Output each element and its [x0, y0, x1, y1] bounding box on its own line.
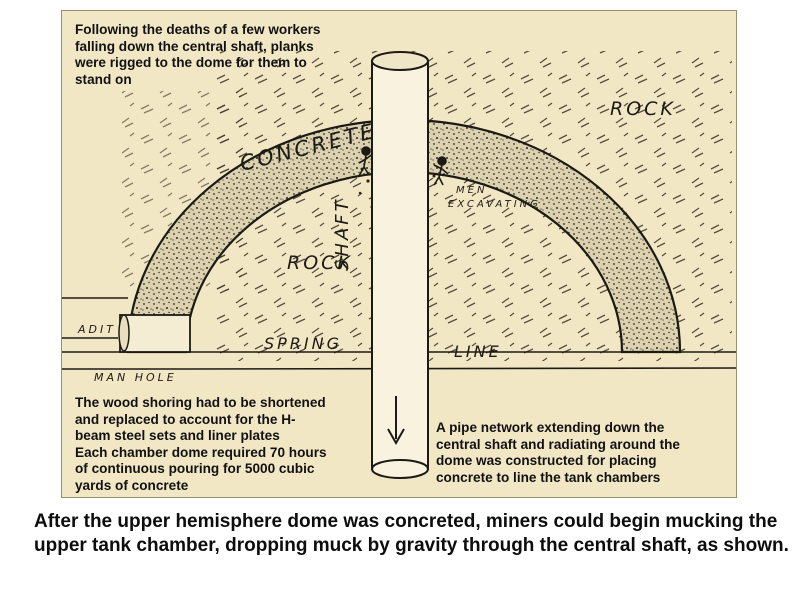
- rock-inner-label: ROCK: [287, 252, 353, 274]
- pipe-note: A pipe network extending down the centra…: [436, 420, 680, 485]
- caption: After the upper hemisphere dome was conc…: [34, 511, 789, 556]
- shoring-note: The wood shoring had to be shortened and…: [75, 395, 327, 493]
- spring-label: SPRING: [264, 334, 342, 353]
- miner-right: [433, 156, 449, 186]
- dome-diagram: CONCRETE ROCK ROCK MEN EXCAVATING SHAFT …: [61, 10, 737, 498]
- planks-note: Following the deaths of a few workers fa…: [75, 22, 321, 87]
- miner-left: [358, 146, 375, 177]
- rock-outer-label: ROCK: [610, 98, 676, 120]
- man-hole-label: MAN HOLE: [94, 371, 177, 384]
- dome-illustration: CONCRETE ROCK ROCK MEN EXCAVATING SHAFT …: [62, 51, 736, 479]
- concrete-dome: [126, 118, 682, 354]
- central-shaft: [371, 51, 429, 479]
- adit-label: ADIT: [77, 323, 116, 336]
- men-label: MEN: [456, 185, 487, 196]
- excavating-label: EXCAVATING: [448, 199, 541, 210]
- line-label: LINE: [454, 342, 502, 361]
- shaft-label: SHAFT: [332, 197, 353, 271]
- adit-tunnel: [62, 314, 191, 353]
